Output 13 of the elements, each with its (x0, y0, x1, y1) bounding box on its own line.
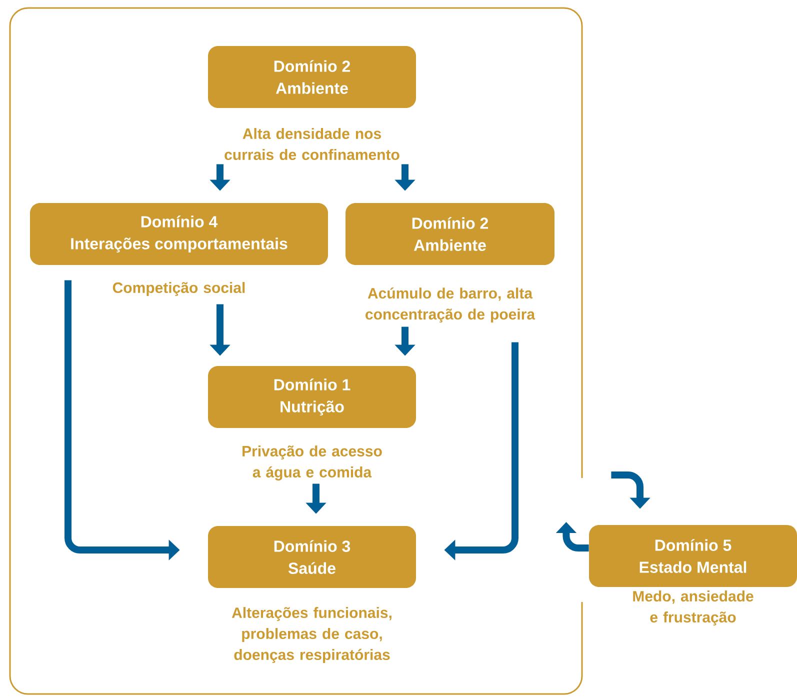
domain-box: Domínio 1 Nutrição (208, 366, 416, 428)
description-text: Acúmulo de barro, alta concentração de poeira (366, 287, 536, 323)
frame (9, 7, 583, 695)
domain-box: Domínio 5 Estado Mental (589, 525, 797, 587)
domain-box: Domínio 2 Ambiente (346, 203, 554, 265)
description-text: Privação de acesso a água e comida (242, 445, 382, 481)
description-text: Alta densidade nos currais de confinamento (224, 128, 400, 160)
domain-box: Domínio 2 Ambiente (208, 46, 416, 108)
description-text: Competição social (112, 282, 245, 296)
description-text: Medo, ansiedade e frustração (633, 590, 754, 626)
domain-box: Domínio 3 Saúde (208, 526, 416, 588)
description-text: Alterações funcionais, problemas de caso, doenças respiratórias (232, 607, 392, 663)
domain-box: Domínio 4 Interações comportamentais (30, 203, 328, 265)
